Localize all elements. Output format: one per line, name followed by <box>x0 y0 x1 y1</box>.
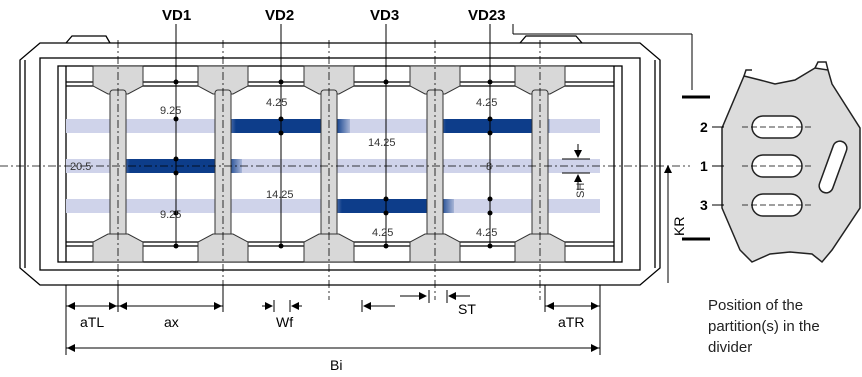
value-center-right: 8 <box>486 161 492 173</box>
atl-label: aTL <box>80 314 104 330</box>
position-2: 2 <box>700 119 708 135</box>
bi-label: Bi <box>330 357 342 373</box>
caption-line-3: divider <box>708 339 752 356</box>
position-3: 3 <box>700 197 708 213</box>
position-1: 1 <box>700 158 708 174</box>
value-bottom-right: 4.25 <box>476 227 497 239</box>
atr-label: aTR <box>558 314 584 330</box>
bottom-dimensions <box>65 285 601 355</box>
sh-label: SH <box>575 183 587 198</box>
value-bottom-mid: 4.25 <box>372 227 393 239</box>
support-2 <box>197 65 249 263</box>
busbar-upper-segment-right <box>446 119 536 133</box>
value-top-mid: 4.25 <box>266 97 287 109</box>
center-lines <box>0 40 690 300</box>
vd2-label: VD2 <box>265 7 294 24</box>
vd1-label: VD1 <box>162 7 191 24</box>
value-left-height: 20.5 <box>70 161 91 173</box>
busbar-lower-segment <box>342 199 440 213</box>
value-center-upper: 14.25 <box>368 137 396 149</box>
st-label: ST <box>458 301 476 317</box>
value-lower-mid: 14.25 <box>266 189 294 201</box>
ax-label: ax <box>164 314 179 330</box>
vd-dots <box>173 79 493 249</box>
divider-detail <box>682 61 861 264</box>
value-lower-left: 9.25 <box>160 209 181 221</box>
busbar-upper-segment <box>236 119 336 133</box>
vd23-label: VD23 <box>468 7 506 24</box>
wf-label: Wf <box>276 314 293 330</box>
sh-dimension <box>562 144 590 190</box>
caption-line-2: partition(s) in the <box>708 318 820 335</box>
value-top-right: 4.25 <box>476 97 497 109</box>
kr-label: KR <box>671 217 687 236</box>
value-top-left: 9.25 <box>160 105 181 117</box>
caption-line-1: Position of the <box>708 297 803 314</box>
vd3-label: VD3 <box>370 7 399 24</box>
